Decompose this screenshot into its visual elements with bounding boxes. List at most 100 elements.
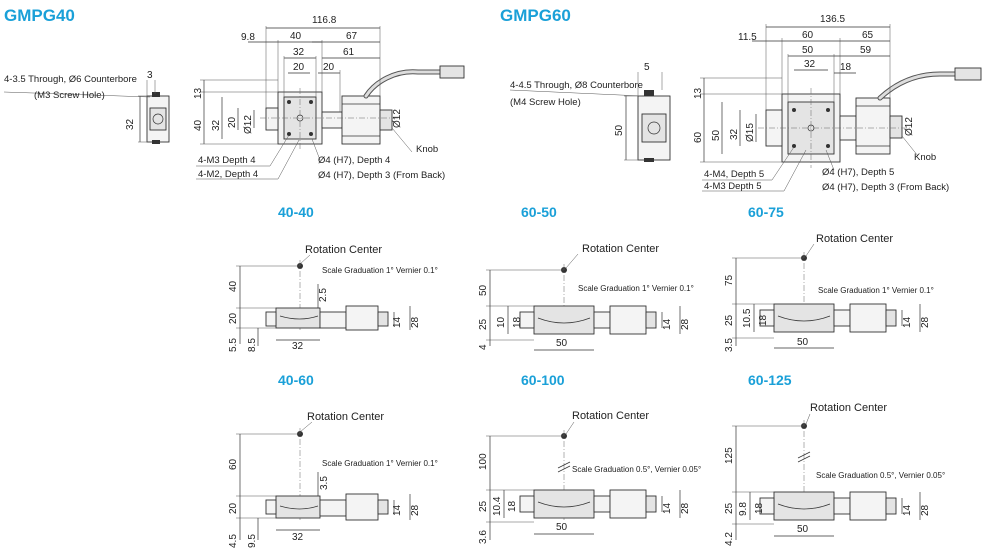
dim-radius: 60	[228, 458, 239, 470]
dim-width: 50	[556, 522, 568, 533]
dim-height: 25	[478, 318, 489, 330]
gmpg40-dim-h13: 13	[193, 87, 204, 99]
gmpg40-dim-20b: 20	[323, 62, 335, 73]
gmpg40-title: GMPG40	[4, 6, 75, 25]
variant-40-60: 40-60 Rotation Center Scale Graduation 1…	[228, 372, 438, 548]
variant-60-125: 60-125 Rotation Center Scale Graduation …	[724, 372, 945, 546]
dim-28: 28	[410, 316, 421, 328]
gmpg40-dim-h40: 40	[193, 119, 204, 131]
dim-mid1: 10.4	[492, 496, 503, 516]
gmpg60-m4-note: 4-M4, Depth 5	[704, 169, 764, 180]
gmpg60-dim-h50: 50	[711, 129, 722, 141]
gmpg40-pin-back-note: Ø4 (H7), Depth 3 (From Back)	[318, 170, 445, 181]
scale-graduation-note: Scale Graduation 1° Vernier 0.1°	[578, 284, 694, 293]
gmpg40-dim-61: 61	[343, 47, 355, 58]
gmpg40-top-dims	[248, 26, 381, 112]
gmpg40-callouts	[196, 127, 413, 180]
dim-mid1: 10.5	[742, 308, 753, 328]
dim-height: 20	[228, 502, 239, 514]
dim-radius: 75	[724, 274, 735, 286]
variant-60-75: 60-75 Rotation Center Scale Graduation 1…	[724, 204, 934, 352]
gmpg40-dim-phi12a: Ø12	[243, 115, 254, 134]
dim-low: 4.2	[724, 532, 735, 546]
gmpg40-m2-note: 4-M2, Depth 4	[198, 169, 258, 180]
gmpg40-screw-note: (M3 Screw Hole)	[34, 90, 105, 101]
gmpg40-through-note: 4-3.5 Through, Ø6 Counterbore	[4, 74, 137, 85]
scale-graduation-note: Scale Graduation 1° Vernier 0.1°	[322, 459, 438, 468]
variant-code: 60-125	[748, 372, 792, 388]
gmpg40-side-view	[3, 80, 170, 144]
dim-low: 4.5	[228, 534, 239, 548]
dim-height: 25	[478, 500, 489, 512]
gmpg40-dim-side3: 3	[147, 70, 153, 81]
dim-14: 14	[662, 502, 673, 514]
variant-code: 60-100	[521, 372, 565, 388]
gmpg60-dim-60: 60	[802, 30, 814, 41]
dim-mid2: 18	[507, 500, 518, 512]
gmpg60-top-dims	[752, 24, 891, 110]
scale-graduation-note: Scale Graduation 0.5°, Vernier 0.05°	[572, 465, 701, 474]
variant-code: 40-40	[278, 204, 314, 220]
dim-height: 25	[724, 502, 735, 514]
gmpg40-dim-side32: 32	[125, 118, 136, 130]
gmpg60-dim-18: 18	[840, 62, 852, 73]
dim-mid2: 18	[512, 316, 523, 328]
gmpg60-left-dims	[700, 77, 782, 163]
gmpg60-dim-59: 59	[860, 45, 872, 56]
dim-height: 20	[228, 312, 239, 324]
dim-inner: 2.5	[318, 288, 329, 302]
gmpg60-screw-note: (M4 Screw Hole)	[510, 97, 581, 108]
gmpg40-dim-left: 9.8	[241, 32, 255, 43]
dim-low: 4	[478, 344, 489, 350]
dim-height: 25	[724, 314, 735, 326]
dim-width: 50	[797, 524, 809, 535]
rotation-center-label: Rotation Center	[810, 402, 887, 414]
rotation-center-label: Rotation Center	[816, 233, 893, 245]
gmpg60-knob-note: Knob	[914, 152, 936, 163]
dim-14: 14	[392, 504, 403, 516]
rotation-center-label: Rotation Center	[305, 244, 382, 256]
dim-low: 3.6	[478, 530, 489, 544]
gmpg60-dim-side50: 50	[614, 124, 625, 136]
dim-mid2: 18	[754, 502, 765, 514]
variant-code: 40-60	[278, 372, 314, 388]
gmpg40-dim-phi12b: Ø12	[392, 109, 403, 128]
dim-radius: 40	[228, 280, 239, 292]
dim-radius: 50	[478, 284, 489, 296]
gmpg60-m3-note: 4-M3 Depth 5	[704, 181, 762, 192]
scale-graduation-note: Scale Graduation 1° Vernier 0.1°	[818, 286, 934, 295]
gmpg40-dim-h20: 20	[227, 116, 238, 128]
dim-radius: 100	[478, 453, 489, 470]
rotation-center-label: Rotation Center	[582, 243, 659, 255]
dim-width: 50	[797, 337, 809, 348]
gmpg60-through-note: 4-4.5 Through, Ø8 Counterbore	[510, 80, 643, 91]
variant-60-100: 60-100 Rotation Center Scale Graduation …	[478, 372, 701, 544]
dim-14: 14	[662, 318, 673, 330]
gmpg60-dim-phi12: Ø12	[904, 117, 915, 136]
scale-graduation-note: Scale Graduation 0.5°, Vernier 0.05°	[816, 471, 945, 480]
dim-28: 28	[920, 504, 931, 516]
dim-mid1: 9.8	[738, 502, 749, 516]
gmpg40-main-view	[260, 65, 465, 150]
gmpg40-dim-67: 67	[346, 31, 358, 42]
dim-low: 5.5	[228, 338, 239, 352]
gmpg60-dim-h32: 32	[729, 128, 740, 140]
gmpg60-dim-phi15: Ø15	[745, 123, 756, 142]
gmpg60-group: GMPG60 4-4.5 Through, Ø8 Counterbore (M4…	[500, 6, 982, 193]
gmpg60-pin-note: Ø4 (H7), Depth 5	[822, 167, 894, 178]
gmpg60-dim-65: 65	[862, 30, 874, 41]
gmpg40-dim-32: 32	[293, 47, 305, 58]
dim-mid2: 18	[758, 314, 769, 326]
gmpg60-dim-32: 32	[804, 59, 816, 70]
variant-40-40: 40-40 Rotation Center Scale Graduation 1…	[228, 204, 438, 352]
gmpg60-title: GMPG60	[500, 6, 571, 25]
gmpg40-dim-40: 40	[290, 31, 302, 42]
variant-60-50: 60-50 Rotation Center Scale Graduation 1…	[478, 204, 694, 351]
dim-radius: 125	[724, 447, 735, 464]
variant-code: 60-75	[748, 204, 784, 220]
gmpg60-side-view	[509, 72, 671, 162]
gmpg60-callouts	[702, 135, 919, 192]
dim-28: 28	[920, 316, 931, 328]
dim-width: 50	[556, 338, 568, 349]
